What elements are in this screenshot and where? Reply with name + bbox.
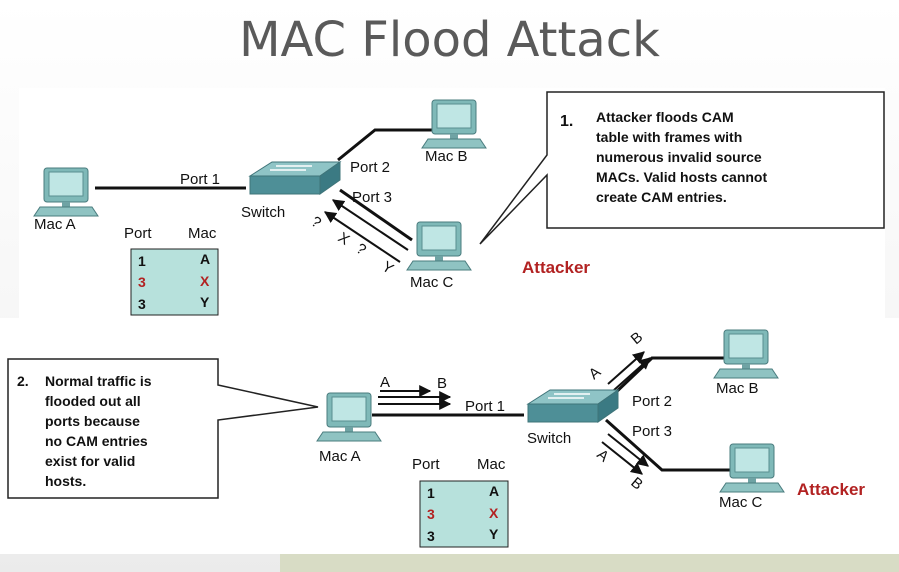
top-port3-label: Port 3: [352, 189, 392, 206]
bottom-table-header-port: Port: [412, 456, 440, 473]
top-attacker-label: Attacker: [522, 258, 590, 277]
top-table-header-mac: Mac: [188, 225, 217, 242]
top-callout-line-2: table with frames with: [596, 129, 742, 145]
bottom-links: [372, 356, 730, 472]
top-callout-line-5: create CAM entries.: [596, 189, 727, 205]
bottom-mac-b-pc-icon: [713, 329, 779, 379]
top-flood-label-2: X: [335, 229, 353, 249]
top-links: [95, 128, 432, 242]
bottom-table-row2-mac: X: [489, 505, 499, 521]
top-mac-a-label: Mac A: [34, 216, 76, 233]
bottom-frame-dst-3: B: [627, 474, 646, 493]
bottom-switch-label: Switch: [527, 430, 571, 447]
top-callout-line-3: numerous invalid source: [596, 149, 762, 165]
top-switch-icon: [249, 161, 341, 195]
bottom-frame-dst-1: B: [437, 375, 447, 392]
bottom-callout-line-2: flooded out all: [45, 393, 141, 409]
bottom-callout-line-3: ports because: [45, 413, 140, 429]
bottom-frame-src-1: A: [380, 374, 390, 391]
bottom-callout-number: 2.: [17, 373, 29, 389]
bottom-mac-a-pc-icon: [316, 392, 382, 442]
top-callout-line-1: Attacker floods CAM: [596, 109, 734, 125]
bottom-callout-line-6: hosts.: [45, 473, 86, 489]
bottom-frame-dst-2: B: [628, 329, 647, 348]
top-mac-a-pc-icon: [33, 167, 99, 217]
top-mac-b-pc-icon: [421, 99, 487, 149]
top-table-row2-port: 3: [138, 274, 146, 290]
top-flood-arrows: [324, 199, 409, 263]
top-table-row2-mac: X: [200, 273, 210, 289]
bottom-callout: 2. Normal traffic is flooded out all por…: [7, 358, 319, 499]
top-switch-label: Switch: [241, 204, 285, 221]
top-mac-b-label: Mac B: [425, 148, 468, 165]
bottom-table-row1-port: 1: [427, 485, 435, 501]
top-flood-label-4: Y: [379, 258, 397, 278]
bottom-table-row2-port: 3: [427, 506, 435, 522]
top-table-row3-port: 3: [138, 296, 146, 312]
top-flood-label-1: ?: [308, 213, 324, 232]
bottom-mac-c-label: Mac C: [719, 494, 763, 511]
top-table-row1-mac: A: [200, 251, 210, 267]
bottom-table-row1-mac: A: [489, 483, 499, 499]
bottom-attacker-label: Attacker: [797, 480, 865, 499]
bottom-port2-label: Port 2: [632, 393, 672, 410]
top-mac-c-label: Mac C: [410, 274, 454, 291]
slide-title: MAC Flood Attack: [239, 12, 660, 68]
bottom-callout-line-4: no CAM entries: [45, 433, 148, 449]
bottom-mac-b-label: Mac B: [716, 380, 759, 397]
top-cam-table: Port Mac 1 A 3 X 3 Y: [124, 225, 219, 316]
bottom-table-row3-port: 3: [427, 528, 435, 544]
bottom-frame-src-3: A: [593, 446, 612, 465]
bottom-mac-c-pc-icon: [719, 443, 785, 493]
top-callout: 1. Attacker floods CAM table with frames…: [479, 91, 885, 245]
bottom-table-header-mac: Mac: [477, 456, 506, 473]
bottom-cam-table: Port Mac 1 A 3 X 3 Y: [412, 456, 509, 548]
bottom-port3-label: Port 3: [632, 423, 672, 440]
top-callout-number: 1.: [560, 113, 573, 130]
bottom-frame-arrows: [378, 351, 651, 475]
footer-bar: [280, 554, 899, 572]
bottom-switch-icon: [527, 389, 619, 423]
bottom-frame-src-2: A: [586, 364, 605, 383]
bottom-callout-line-5: exist for valid: [45, 453, 135, 469]
top-mac-c-pc-icon: [406, 221, 472, 271]
bottom-mac-a-label: Mac A: [319, 448, 361, 465]
top-table-row1-port: 1: [138, 253, 146, 269]
bottom-callout-line-1: Normal traffic is: [45, 373, 152, 389]
top-port2-label: Port 2: [350, 159, 390, 176]
top-table-header-port: Port: [124, 225, 152, 242]
top-port1-label: Port 1: [180, 171, 220, 188]
top-table-row3-mac: Y: [200, 294, 210, 310]
top-callout-line-4: MACs. Valid hosts cannot: [596, 169, 767, 185]
bottom-table-row3-mac: Y: [489, 526, 499, 542]
bottom-port1-label: Port 1: [465, 398, 505, 415]
top-flood-label-3: ?: [353, 240, 369, 259]
